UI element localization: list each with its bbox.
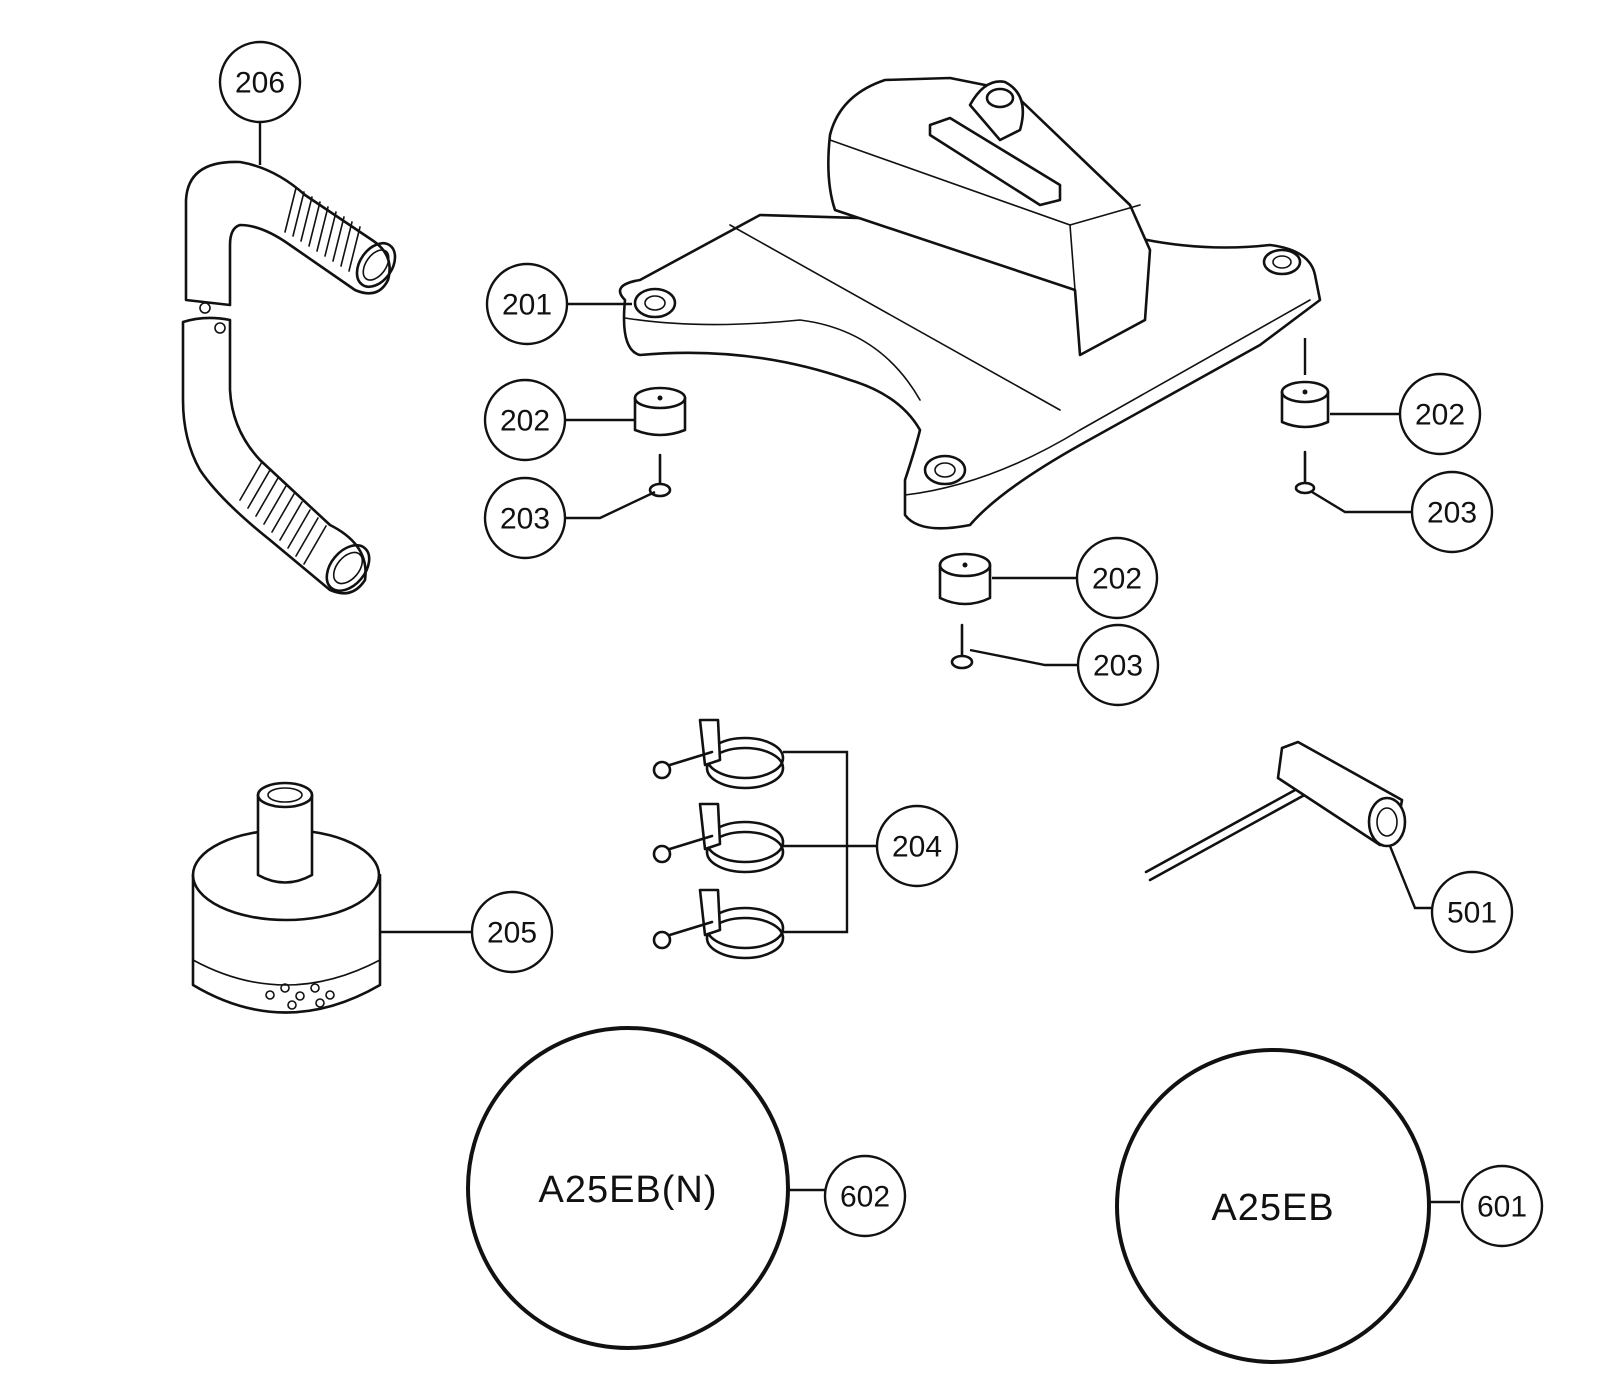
screw-bottom-illustration bbox=[950, 623, 974, 670]
callout-203-right: 203 bbox=[1410, 470, 1494, 554]
leader-lines bbox=[258, 122, 1460, 1204]
rubber-foot-left-illustration bbox=[633, 386, 687, 437]
callout-203-left: 203 bbox=[483, 476, 567, 560]
callout-203-left-label: 203 bbox=[500, 503, 550, 536]
callout-206: 206 bbox=[218, 40, 302, 124]
callout-601: 601 bbox=[1460, 1164, 1544, 1248]
callout-602-label: 602 bbox=[840, 1181, 890, 1214]
callout-202-bottom: 202 bbox=[1075, 536, 1159, 620]
model-label-601: A25EB bbox=[1115, 1048, 1431, 1364]
callout-203-bottom-label: 203 bbox=[1093, 650, 1143, 683]
model-label-602: A25EB(N) bbox=[466, 1026, 790, 1350]
hose-206-illustration bbox=[181, 160, 397, 595]
callout-501: 501 bbox=[1430, 870, 1514, 954]
callout-201-label: 201 bbox=[502, 289, 552, 322]
model-label-602-text: A25EB(N) bbox=[538, 1169, 717, 1211]
callout-202-bottom-label: 202 bbox=[1092, 563, 1142, 596]
callout-206-label: 206 bbox=[235, 67, 285, 100]
callout-204: 204 bbox=[875, 804, 959, 888]
air-filter-205-illustration bbox=[191, 781, 382, 1014]
callout-203-bottom: 203 bbox=[1076, 623, 1160, 707]
t-wrench-501-illustration bbox=[1144, 740, 1407, 882]
rubber-foot-bottom-illustration bbox=[938, 552, 992, 606]
callout-602: 602 bbox=[823, 1154, 907, 1238]
callout-202-left: 202 bbox=[483, 378, 567, 462]
model-label-601-text: A25EB bbox=[1211, 1187, 1334, 1229]
rubber-foot-right-illustration bbox=[1280, 380, 1330, 429]
screw-right-illustration bbox=[1294, 450, 1316, 495]
callout-202-right-label: 202 bbox=[1415, 399, 1465, 432]
callout-205-label: 205 bbox=[487, 917, 537, 950]
screw-left-illustration bbox=[648, 453, 672, 498]
callout-201: 201 bbox=[485, 262, 569, 346]
callout-501-label: 501 bbox=[1447, 897, 1497, 930]
callout-204-label: 204 bbox=[892, 831, 942, 864]
base-plate-201-illustration bbox=[618, 76, 1322, 530]
callout-202-right: 202 bbox=[1398, 372, 1482, 456]
hose-clamps-204-illustration bbox=[652, 718, 785, 960]
callout-601-label: 601 bbox=[1477, 1191, 1527, 1224]
callout-203-right-label: 203 bbox=[1427, 497, 1477, 530]
callout-205: 205 bbox=[470, 890, 554, 974]
callout-202-left-label: 202 bbox=[500, 405, 550, 438]
